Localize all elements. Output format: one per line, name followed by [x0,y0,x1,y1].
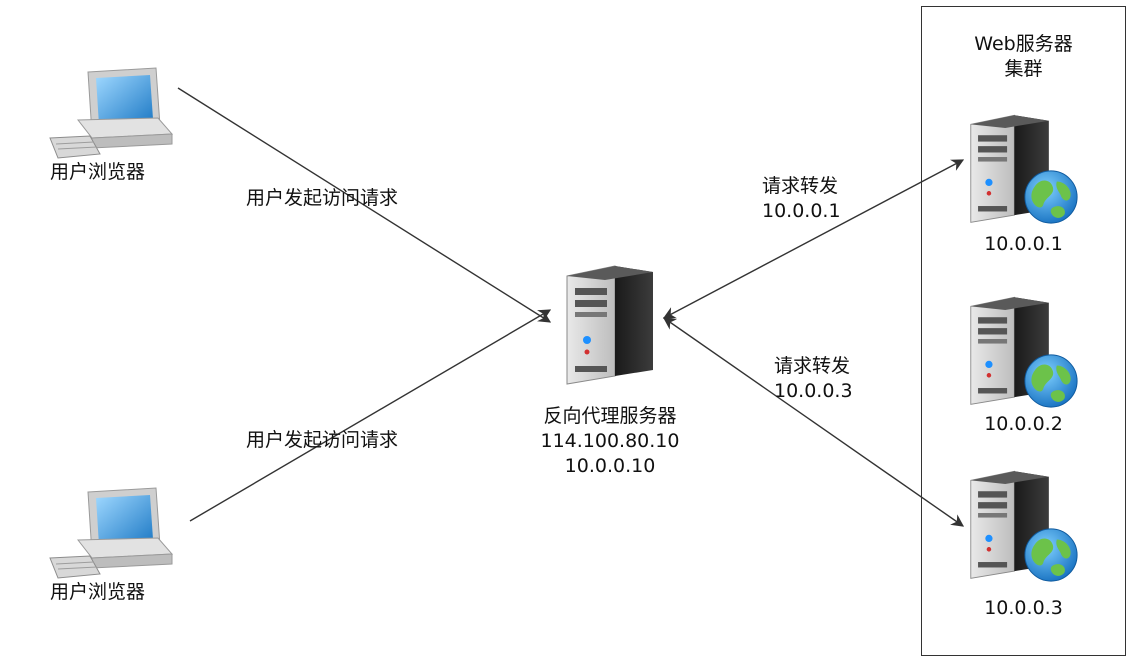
server-tower-icon [566,265,654,385]
proxy-public-ip: 114.100.80.10 [540,430,680,452]
forward-3-label: 请求转发 10.0.0.3 [774,354,853,404]
cluster-title: Web服务器 集群 [921,32,1126,82]
web-server-cluster-box [921,6,1126,656]
forward-3-ip: 10.0.0.3 [774,380,853,402]
proxy-server-label: 反向代理服务器 114.100.80.10 10.0.0.10 [505,404,715,479]
client-1-label: 用户浏览器 [50,161,146,183]
edge-client2-to-proxy [189,309,552,522]
client-1-request-label: 用户发起访问请求 [246,187,399,209]
proxy-server-name: 反向代理服务器 [543,405,677,427]
desktop-computer-icon [49,67,173,159]
web-server-1-ip: 10.0.0.1 [984,233,1063,255]
web-server-2-ip: 10.0.0.2 [984,413,1063,435]
proxy-private-ip: 10.0.0.10 [564,455,656,477]
client-2-request-label: 用户发起访问请求 [246,429,399,451]
forward-1-label: 请求转发 10.0.0.1 [762,174,841,224]
forward-3-text: 请求转发 [774,355,851,377]
web-server-3-ip: 10.0.0.3 [984,597,1063,619]
forward-1-text: 请求转发 [762,175,839,197]
edge-client1-to-proxy [177,87,552,323]
forward-1-ip: 10.0.0.1 [762,200,841,222]
edge-proxy-to-server3 [662,317,965,527]
cluster-title-line2: 集群 [1004,58,1043,80]
cluster-title-line1: Web服务器 [974,33,1073,55]
client-2-label: 用户浏览器 [50,581,146,603]
desktop-computer-icon [49,487,173,579]
edge-proxy-to-server1 [662,159,965,319]
